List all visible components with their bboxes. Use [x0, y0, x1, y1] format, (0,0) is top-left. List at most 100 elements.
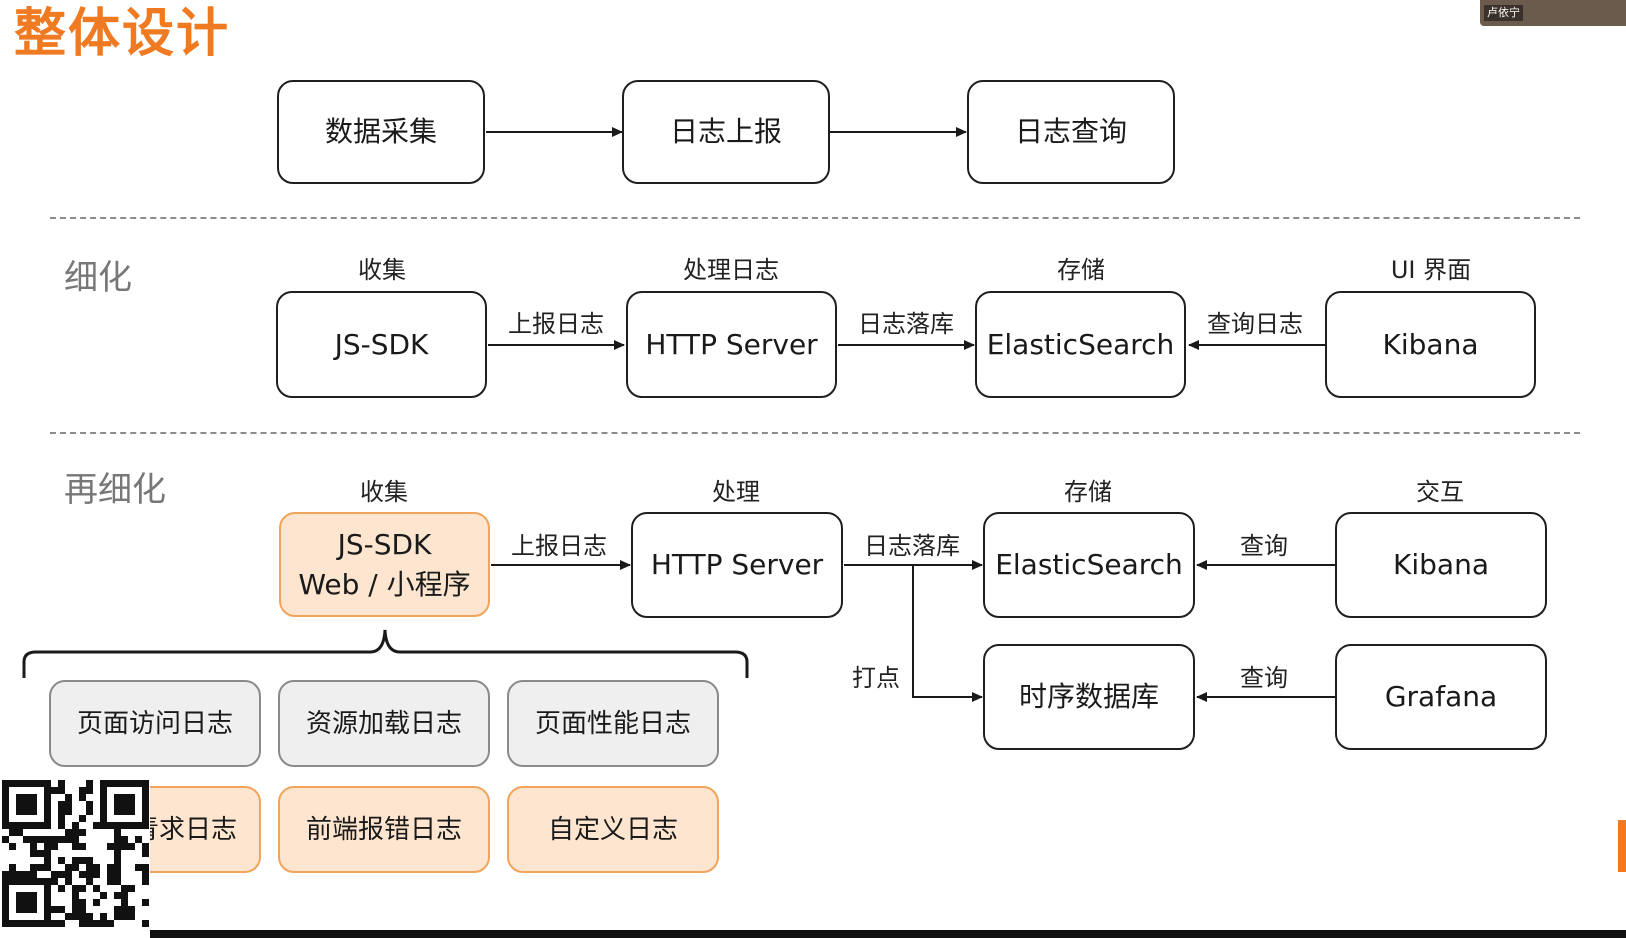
qr-module: [107, 920, 114, 927]
qr-module: [30, 920, 37, 927]
qr-module: [2, 815, 9, 822]
qr-module: [128, 801, 135, 808]
qr-module: [79, 843, 86, 850]
qr-module: [9, 871, 16, 878]
qr-module: [142, 864, 149, 871]
qr-module: [142, 878, 149, 885]
qr-module: [2, 913, 9, 920]
qr-module: [37, 780, 44, 787]
qr-module: [100, 801, 107, 808]
qr-module: [44, 892, 51, 899]
qr-module: [23, 808, 30, 815]
box-data-collection: 数据采集: [277, 80, 485, 184]
qr-module: [44, 836, 51, 843]
qr-module: [23, 906, 30, 913]
qr-module: [58, 871, 65, 878]
column-label-ui: UI 界面: [1390, 256, 1472, 284]
qr-module: [65, 801, 72, 808]
qr-module: [9, 829, 16, 836]
qr-module: [23, 836, 30, 843]
edge-label-metric: 打点: [852, 664, 900, 692]
qr-module: [72, 822, 79, 829]
column-label-collect-2: 收集: [360, 478, 408, 506]
qr-module: [23, 920, 30, 927]
qr-module: [128, 780, 135, 787]
qr-module: [51, 878, 58, 885]
qr-module: [58, 822, 65, 829]
qr-module: [58, 808, 65, 815]
qr-module: [128, 794, 135, 801]
qr-module: [72, 864, 79, 871]
qr-module: [114, 808, 121, 815]
qr-module: [86, 780, 93, 787]
qr-module: [9, 878, 16, 885]
qr-module: [79, 794, 86, 801]
qr-module: [65, 878, 72, 885]
qr-module: [107, 780, 114, 787]
presenter-video-tile: 卢依宁: [1480, 0, 1626, 26]
qr-module: [107, 871, 114, 878]
qr-module: [37, 864, 44, 871]
box-frontend-error-log: 前端报错日志: [278, 786, 490, 873]
qr-module: [142, 794, 149, 801]
qr-module: [79, 906, 86, 913]
qr-module: [2, 780, 9, 787]
box-log-query: 日志查询: [967, 80, 1175, 184]
qr-module: [121, 906, 128, 913]
qr-module: [114, 822, 121, 829]
qr-module: [142, 787, 149, 794]
qr-module: [58, 780, 65, 787]
qr-module: [58, 815, 65, 822]
qr-module: [16, 808, 23, 815]
qr-module: [16, 871, 23, 878]
qr-module: [51, 787, 58, 794]
qr-module: [2, 906, 9, 913]
qr-module: [58, 801, 65, 808]
column-label-process: 处理: [712, 478, 760, 506]
qr-module: [44, 878, 51, 885]
qr-module: [16, 920, 23, 927]
qr-module: [121, 913, 128, 920]
qr-module: [37, 878, 44, 885]
qr-module: [142, 801, 149, 808]
edge-label-store-log: 日志落库: [858, 310, 954, 338]
qr-module: [79, 815, 86, 822]
qr-module: [121, 801, 128, 808]
qr-module: [23, 780, 30, 787]
section-label-refine: 细化: [64, 258, 132, 298]
qr-module: [30, 836, 37, 843]
qr-module: [9, 920, 16, 927]
column-label-process-log: 处理日志: [683, 256, 779, 284]
qr-module: [2, 822, 9, 829]
qr-module: [114, 913, 121, 920]
box-custom-log: 自定义日志: [507, 786, 719, 873]
qr-module: [93, 871, 100, 878]
qr-module: [121, 836, 128, 843]
qr-module: [44, 864, 51, 871]
qr-module: [16, 906, 23, 913]
qr-module: [114, 892, 121, 899]
qr-module: [51, 843, 58, 850]
qr-module: [9, 780, 16, 787]
qr-module: [30, 899, 37, 906]
qr-module: [100, 913, 107, 920]
qr-module: [44, 794, 51, 801]
qr-module: [121, 885, 128, 892]
qr-module: [86, 864, 93, 871]
qr-module: [51, 871, 58, 878]
qr-module: [128, 808, 135, 815]
qr-module: [44, 857, 51, 864]
qr-module: [114, 850, 121, 857]
divider-1: [50, 217, 1580, 219]
qr-module: [100, 815, 107, 822]
box-elasticsearch-2: ElasticSearch: [983, 512, 1195, 618]
qr-module: [16, 822, 23, 829]
qr-module: [44, 920, 51, 927]
qr-module: [93, 864, 100, 871]
qr-module: [30, 801, 37, 808]
qr-module: [30, 794, 37, 801]
qr-module: [128, 822, 135, 829]
qr-module: [142, 808, 149, 815]
qr-module: [72, 892, 79, 899]
qr-module: [121, 892, 128, 899]
